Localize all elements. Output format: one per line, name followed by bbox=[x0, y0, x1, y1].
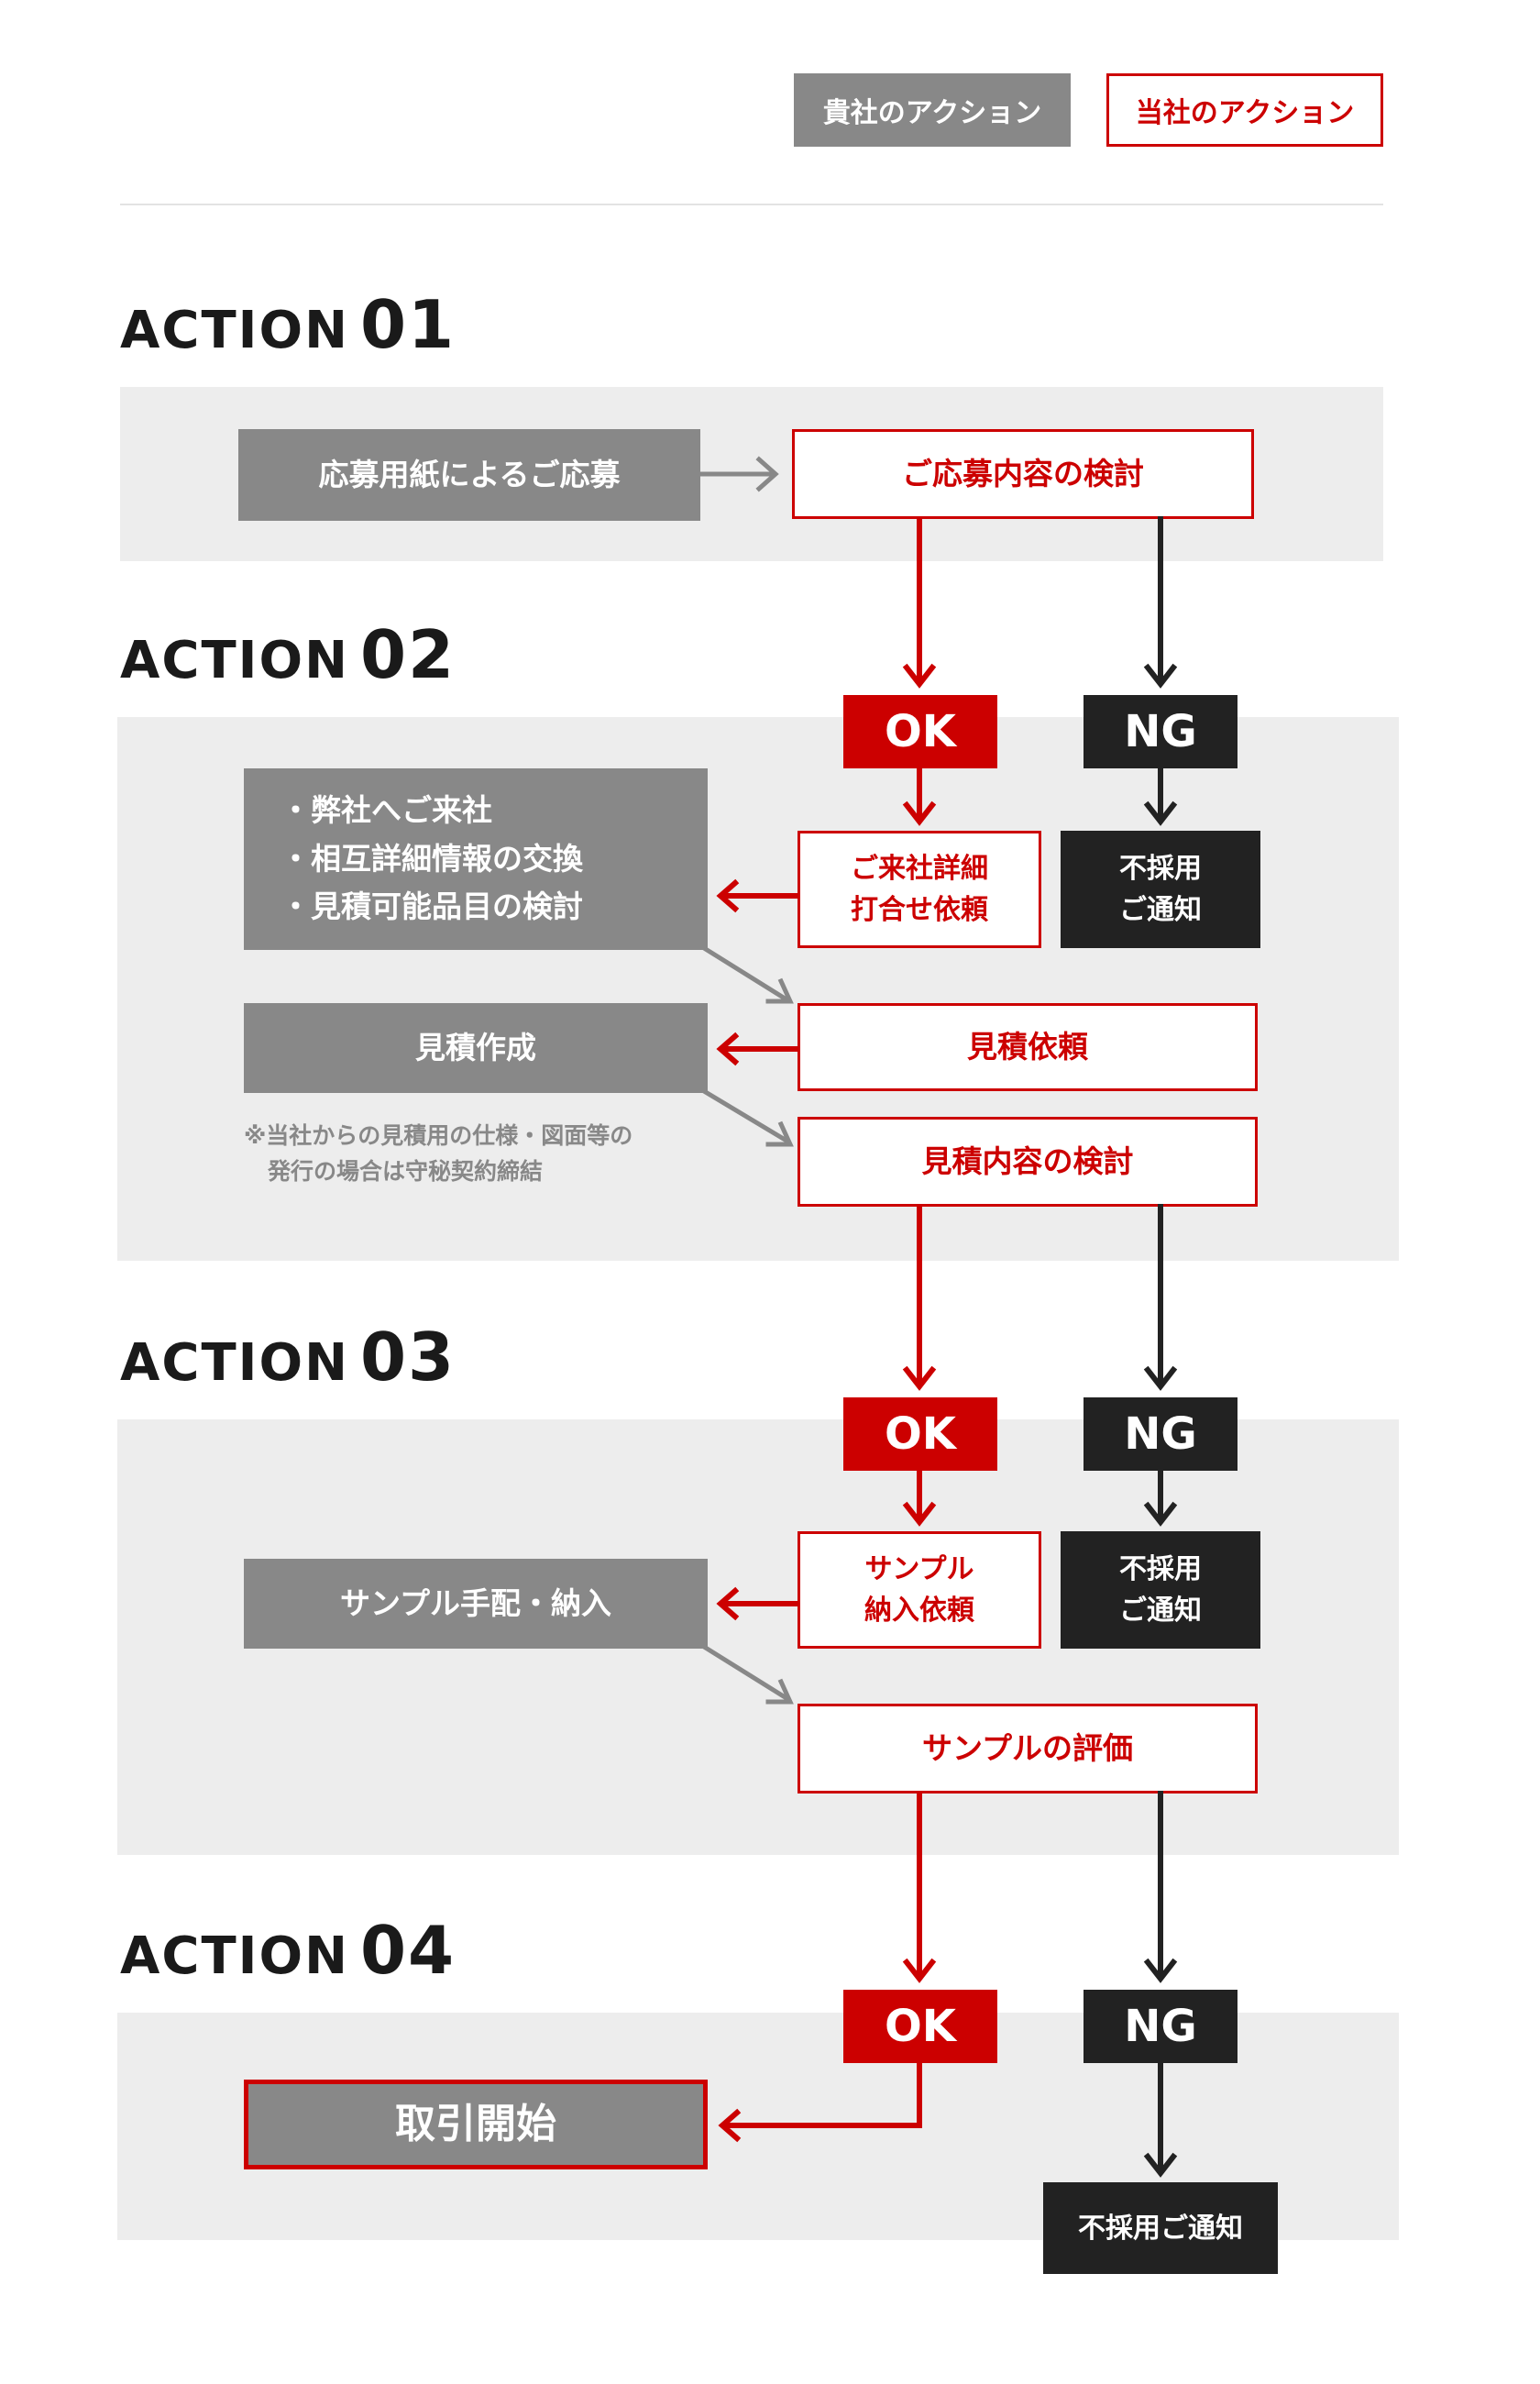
legend-client-action: 貴社のアクション bbox=[794, 73, 1071, 147]
arrow-ok-to-start bbox=[718, 2060, 922, 2143]
arrow-ng-to-reject bbox=[1143, 766, 1178, 826]
action3-reject-notice-box: 不採用 ご通知 bbox=[1061, 1531, 1260, 1649]
divider bbox=[120, 204, 1383, 205]
action4-ok-badge: OK bbox=[843, 1990, 997, 2063]
arrow-estimate-review-to-ok bbox=[902, 1204, 937, 1391]
sample-evaluation-box: サンプルの評価 bbox=[798, 1704, 1258, 1794]
arrow-estimate-request-to-create bbox=[716, 1032, 800, 1066]
visit-request-box: ご来社詳細 打合せ依頼 bbox=[798, 831, 1041, 948]
visit-item: ・見積可能品目の検討 bbox=[280, 888, 583, 925]
arrow-evaluation-to-ng bbox=[1143, 1791, 1178, 1983]
arrow-ok-to-sample-request bbox=[902, 1468, 937, 1527]
action2-reject-notice-box: 不採用 ご通知 bbox=[1061, 831, 1260, 948]
arrow-ok-to-visit-request bbox=[902, 766, 937, 826]
arrow-estimate-create-to-review bbox=[700, 1087, 794, 1147]
arrow-evaluation-to-ok bbox=[902, 1791, 937, 1983]
arrow-visit-to-estimate-request bbox=[700, 944, 794, 1004]
action2-ok-badge: OK bbox=[843, 695, 997, 768]
sample-request-box: サンプル 納入依頼 bbox=[798, 1531, 1041, 1649]
arrow-apply-to-review bbox=[698, 456, 779, 492]
estimate-create-box: 見積作成 bbox=[244, 1003, 708, 1093]
start-transaction-box: 取引開始 bbox=[244, 2080, 708, 2169]
legend-our-action: 当社のアクション bbox=[1106, 73, 1383, 147]
estimate-request-box: 見積依頼 bbox=[798, 1003, 1258, 1091]
arrow-ng-to-reject-4 bbox=[1143, 2060, 1178, 2178]
visit-exchange-box: ・弊社へご来社 ・相互詳細情報の交換 ・見積可能品目の検討 bbox=[244, 768, 708, 950]
apply-by-form-box: 応募用紙によるご応募 bbox=[238, 429, 700, 521]
visit-item: ・相互詳細情報の交換 bbox=[280, 840, 583, 877]
arrow-estimate-review-to-ng bbox=[1143, 1204, 1178, 1391]
arrow-review-to-ng bbox=[1143, 516, 1178, 689]
nda-note: ※当社からの見積用の仕様・図面等の 発行の場合は守秘契約締結 bbox=[244, 1122, 633, 1185]
arrow-review-to-ok bbox=[902, 516, 937, 689]
arrow-ng-to-reject-3 bbox=[1143, 1468, 1178, 1527]
arrow-delivery-to-evaluation bbox=[700, 1643, 794, 1705]
estimate-review-box: 見積内容の検討 bbox=[798, 1117, 1258, 1207]
action3-ng-badge: NG bbox=[1084, 1397, 1238, 1471]
action2-ng-badge: NG bbox=[1084, 695, 1238, 768]
sample-delivery-box: サンプル手配・納入 bbox=[244, 1559, 708, 1649]
action4-reject-notice-box: 不採用ご通知 bbox=[1043, 2182, 1278, 2274]
action4-ng-badge: NG bbox=[1084, 1990, 1238, 2063]
application-review-box: ご応募内容の検討 bbox=[792, 429, 1254, 519]
action3-ok-badge: OK bbox=[843, 1397, 997, 1471]
visit-item: ・弊社へご来社 bbox=[280, 791, 492, 828]
arrow-visit-request-to-visit bbox=[716, 878, 800, 913]
arrow-sample-request-to-delivery bbox=[716, 1586, 800, 1621]
